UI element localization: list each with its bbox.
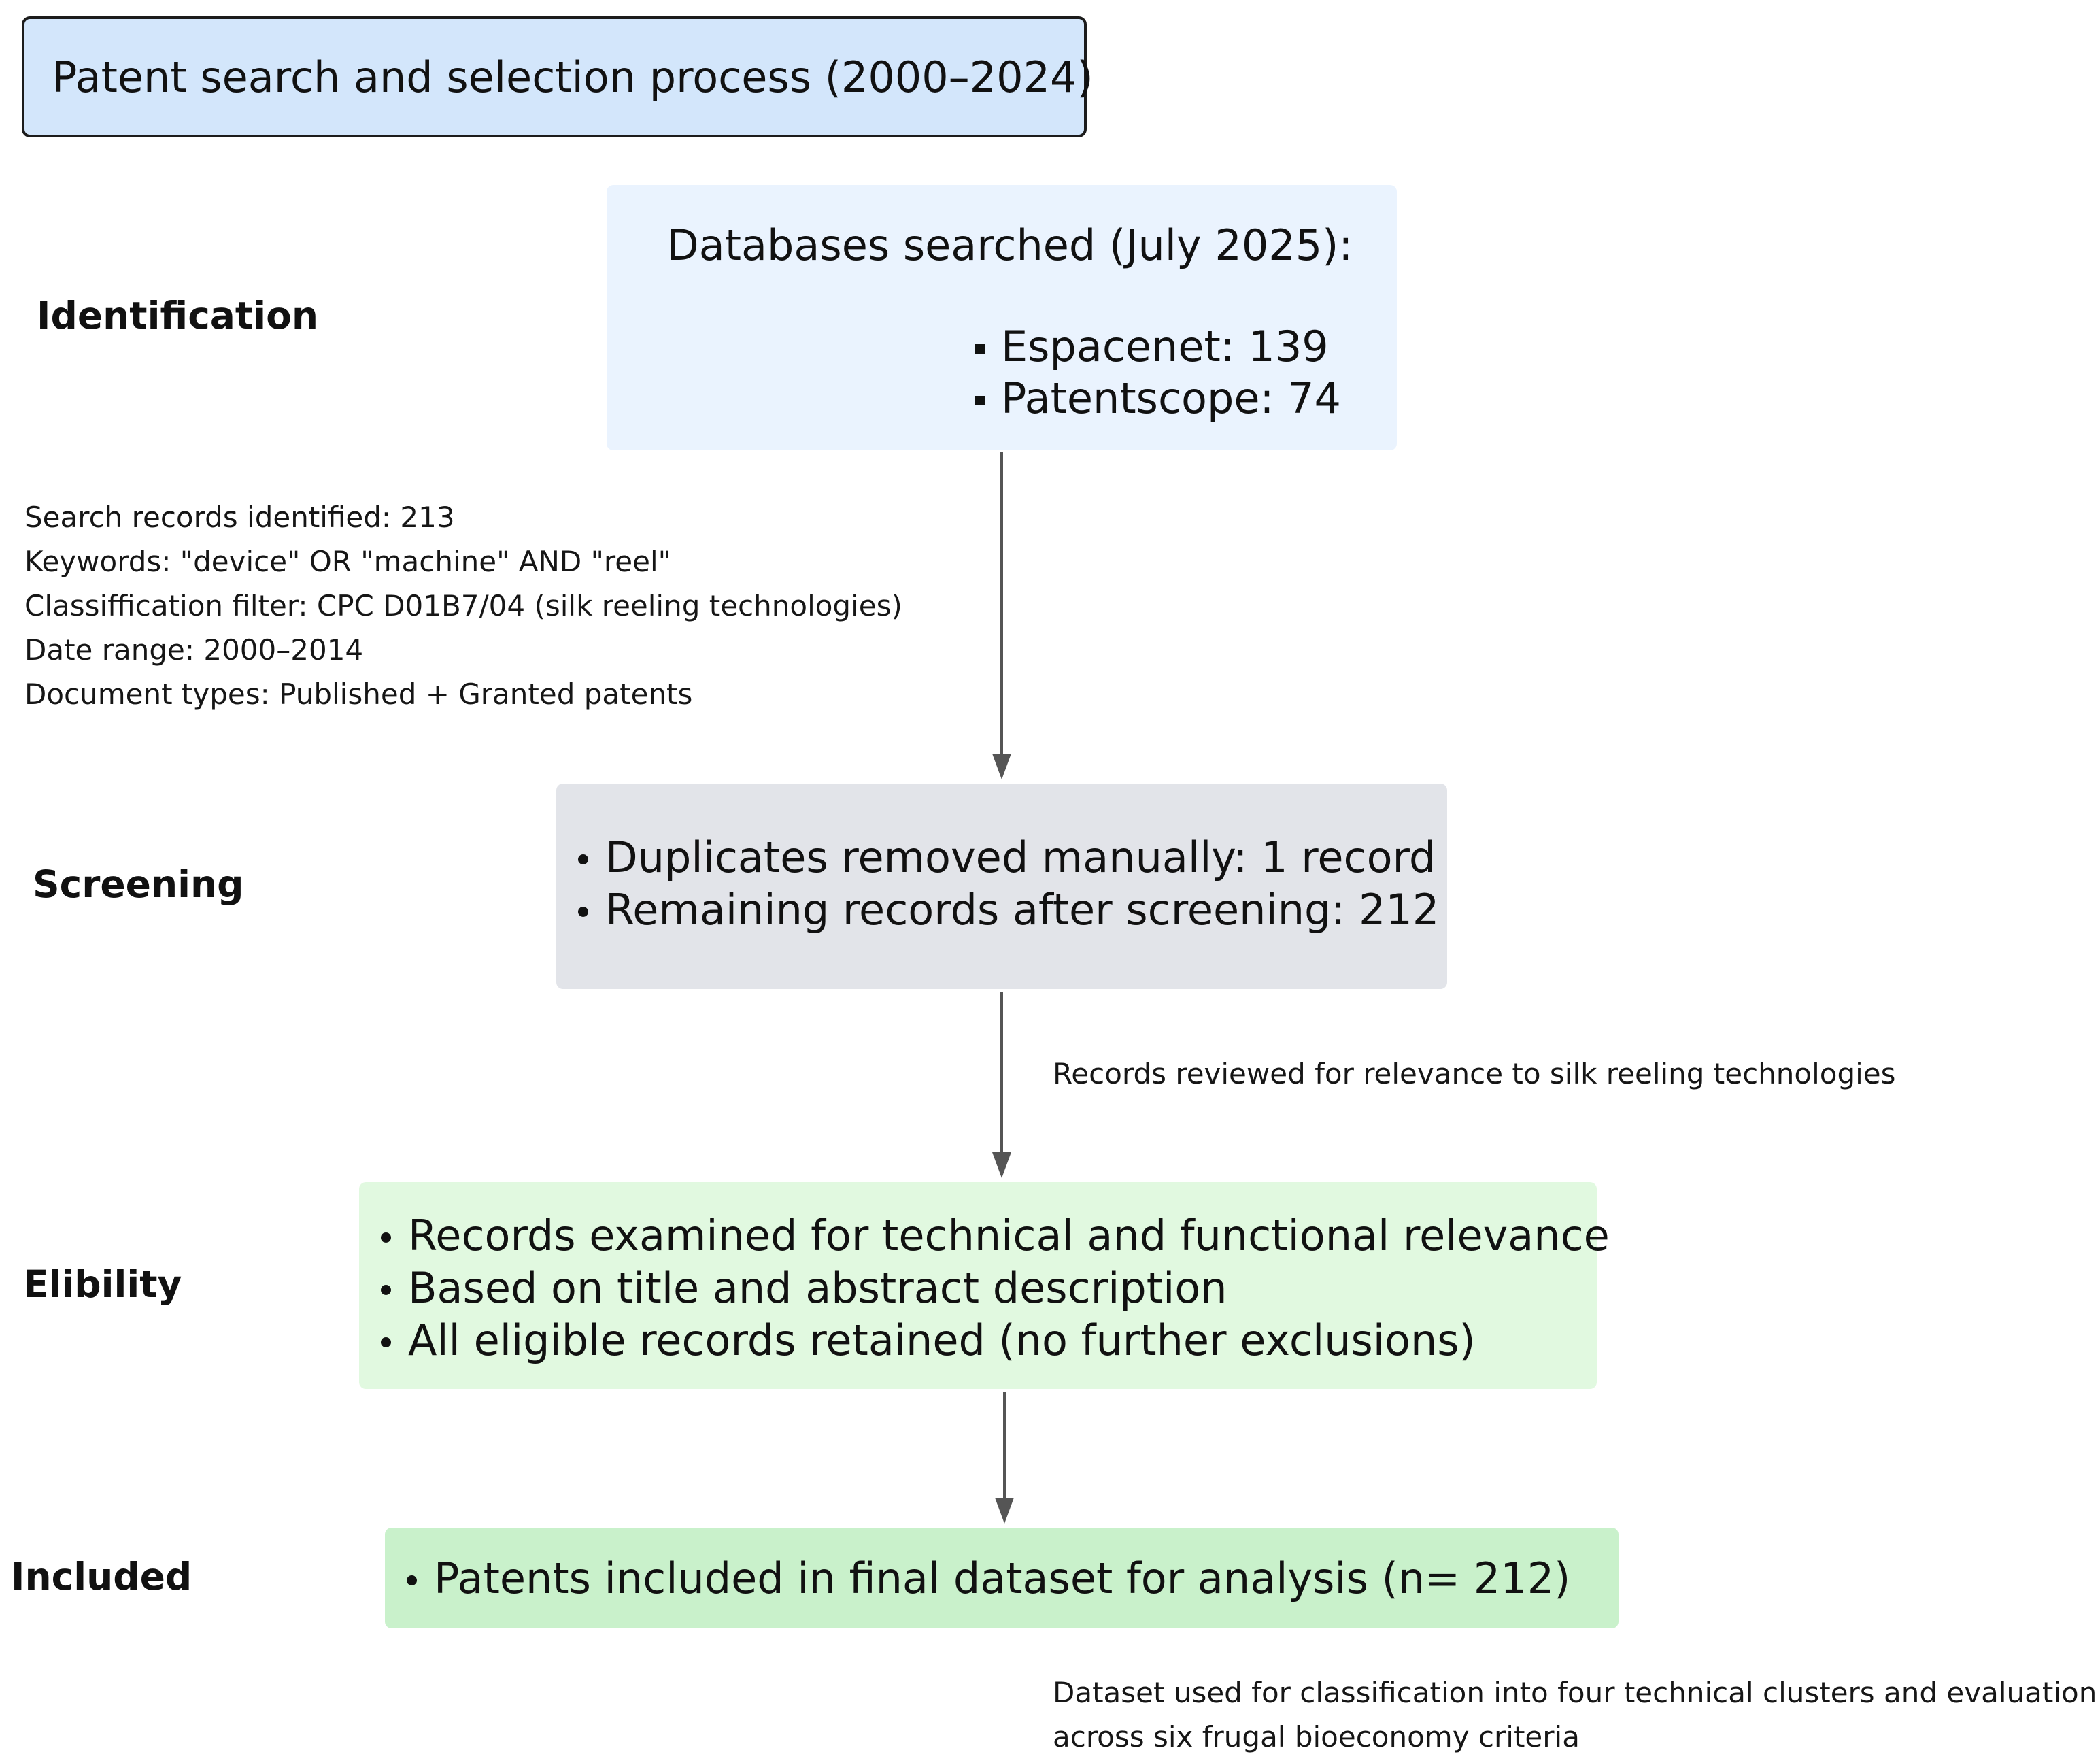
- stage-label-identification: Identification: [37, 294, 319, 337]
- search-note-keywords: Keywords: "device" OR "machine" AND "ree…: [24, 545, 671, 578]
- eligibility-list: Records examined for technical and funct…: [377, 1209, 1610, 1366]
- search-note-classification: Classiffication filter: CPC D01B7/04 (si…: [24, 589, 902, 622]
- included-box: Patents included in final dataset for an…: [385, 1528, 1619, 1628]
- stage-label-included: Included: [11, 1555, 192, 1598]
- dataset-note: Dataset used for classification into fou…: [1053, 1670, 2097, 1759]
- databases-list: Espacenet: 139 Patentscope: 74: [972, 321, 1341, 424]
- search-notes: Search records identified: 213 Keywords:…: [24, 495, 902, 716]
- arrow-databases-to-screening: [992, 452, 1011, 779]
- database-item-patentscope: Patentscope: 74: [972, 373, 1341, 424]
- screening-box: Duplicates removed manually: 1 record Re…: [556, 784, 1447, 989]
- dataset-note-line-1: Dataset used for classification into fou…: [1053, 1676, 2097, 1709]
- included-list: Patents included in final dataset for an…: [403, 1552, 1570, 1605]
- eligibility-box: Records examined for technical and funct…: [359, 1182, 1610, 1389]
- screening-item-duplicates: Duplicates removed manually: 1 record: [574, 831, 1439, 884]
- search-note-document-types: Document types: Published + Granted pate…: [24, 677, 693, 711]
- databases-box: Databases searched (July 2025): Espacene…: [607, 185, 1397, 450]
- stage-label-eligibility: Elibility: [23, 1262, 182, 1306]
- dataset-note-line-2: across six frugal bioeconomy criteria: [1053, 1720, 1580, 1753]
- database-item-espacenet: Espacenet: 139: [972, 321, 1341, 373]
- search-note-records: Search records identified: 213: [24, 501, 455, 534]
- diagram-title-text: Patent search and selection process (200…: [52, 52, 1094, 102]
- screening-list: Duplicates removed manually: 1 record Re…: [574, 831, 1439, 936]
- databases-heading: Databases searched (July 2025):: [666, 220, 1353, 270]
- included-item-final-dataset: Patents included in final dataset for an…: [403, 1552, 1570, 1605]
- diagram-title: Patent search and selection process (200…: [22, 16, 1094, 137]
- review-note: Records reviewed for relevance to silk r…: [1053, 1057, 1896, 1090]
- eligibility-item-retained: All eligible records retained (no furthe…: [377, 1314, 1610, 1366]
- arrow-screening-to-eligibility: [992, 992, 1011, 1178]
- stage-label-screening: Screening: [33, 862, 244, 906]
- eligibility-item-basis: Based on title and abstract description: [377, 1262, 1610, 1314]
- search-note-date-range: Date range: 2000–2014: [24, 633, 364, 667]
- screening-item-remaining: Remaining records after screening: 212: [574, 884, 1439, 936]
- eligibility-item-examined: Records examined for technical and funct…: [377, 1209, 1610, 1262]
- arrow-eligibility-to-included: [995, 1392, 1014, 1524]
